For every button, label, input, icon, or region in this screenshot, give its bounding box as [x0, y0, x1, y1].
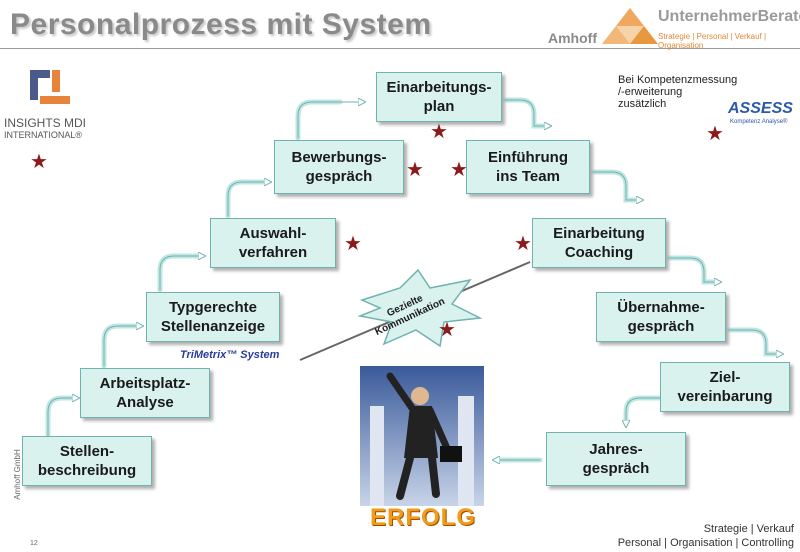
step-arbeitsplatz-analyse: Arbeitsplatz- Analyse — [80, 368, 210, 418]
trimetrix-logo: TriMetrix™ System — [180, 349, 280, 361]
assess-note-line3: zusätzlich — [618, 98, 667, 110]
star-icon: ★ — [344, 233, 362, 255]
step-stellenanzeige: Typgerechte Stellenanzeige — [146, 292, 280, 342]
communication-callout-shape — [299, 261, 531, 361]
star-icon: ★ — [406, 159, 424, 181]
title-divider — [0, 48, 800, 49]
erfolg-label: ERFOLG — [370, 504, 476, 531]
success-photo — [360, 366, 484, 526]
star-icon: ★ — [430, 121, 448, 143]
step-bewerbungsgespraech: Bewerbungs- gespräch — [274, 140, 404, 194]
footer-line2: Personal | Organisation | Controlling — [617, 537, 794, 549]
footer-tagline: Strategie | Verkauf Personal | Organisat… — [618, 522, 794, 550]
insights-name2: INTERNATIONAL® — [4, 130, 82, 140]
star-icon: ★ — [450, 159, 468, 181]
step-auswahlverfahren: Auswahl- verfahren — [210, 218, 336, 268]
pyramid-logo-icon — [602, 8, 658, 44]
step-uebernahmegespraech: Übernahme- gespräch — [596, 292, 726, 342]
footer-line1: Strategie | Verkauf — [703, 523, 794, 535]
assess-note-line1: Bei Kompetenzmessung — [618, 74, 738, 86]
star-icon: ★ — [438, 319, 456, 341]
assess-note: Bei Kompetenzmessung /-erweiterung zusät… — [618, 74, 737, 110]
step-einarbeitung-coaching: Einarbeitung Coaching — [532, 218, 666, 268]
insights-logo: INSIGHTS MDI INTERNATIONAL® — [4, 68, 94, 158]
insights-mark-icon — [30, 70, 70, 104]
page-title: Personalprozess mit System — [10, 8, 432, 41]
brand-tagline: Strategie | Personal | Verkauf | Organis… — [658, 32, 767, 50]
star-icon: ★ — [514, 233, 532, 255]
jumping-businessman-icon — [360, 366, 484, 506]
page-number: 12 — [30, 540, 38, 547]
step-einarbeitungsplan: Einarbeitungs- plan — [376, 72, 502, 122]
step-zielvereinbarung: Ziel- vereinbarung — [660, 362, 790, 412]
assess-logo-sub: Kompetenz Analyse® — [730, 119, 788, 125]
brand-amhoff: Amhoff — [548, 30, 597, 46]
step-jahresgespraech: Jahres- gespräch — [546, 432, 686, 486]
star-icon: ★ — [706, 123, 724, 145]
assess-logo: ASSESS — [728, 100, 793, 117]
brand-logo: Amhoff UnternehmerBerater Strategie | Pe… — [548, 6, 800, 50]
assess-note-line2: /-erweiterung — [618, 86, 683, 98]
insights-name: INSIGHTS MDI — [4, 116, 87, 130]
company-side-text: Amhoff GmbH — [12, 449, 22, 500]
step-einfuehrung-team: Einführung ins Team — [466, 140, 590, 194]
step-stellenbeschreibung: Stellen- beschreibung — [22, 436, 152, 486]
brand-name: UnternehmerBerater — [658, 8, 800, 25]
star-icon: ★ — [30, 151, 48, 173]
